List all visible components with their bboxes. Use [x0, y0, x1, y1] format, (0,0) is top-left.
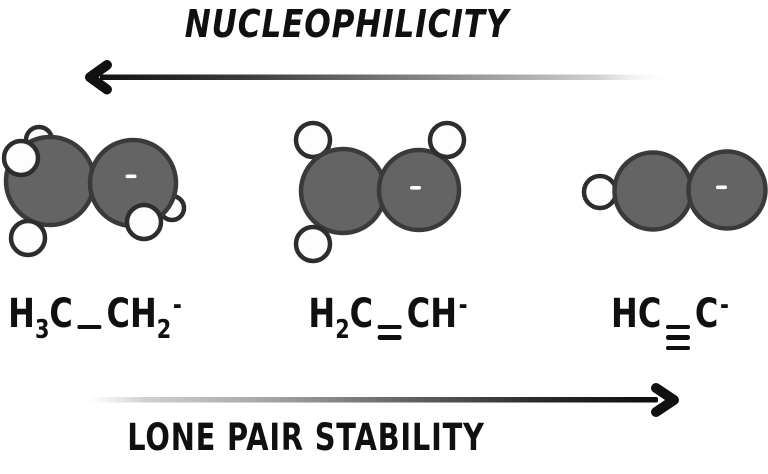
carbon-atom — [612, 150, 694, 232]
formula-segment: - — [172, 290, 182, 321]
bond-bar — [377, 324, 402, 329]
bond-bar — [666, 324, 691, 329]
formula-segment: CH — [406, 291, 458, 337]
bond-bar — [666, 345, 691, 350]
carbon-atom — [376, 147, 462, 233]
triple-bond-icon — [666, 322, 691, 352]
hydrogen-atom — [293, 120, 333, 160]
bond-bar — [377, 335, 402, 340]
formula-vinyl-anion: H2C CH- — [268, 292, 508, 347]
molecule-acetylide-anion — [581, 149, 768, 232]
formula-segment: - — [458, 290, 468, 321]
hydrogen-atom — [8, 218, 48, 258]
hydrogen-atom — [124, 202, 164, 242]
bond-bar — [666, 335, 691, 340]
formula-segment: 2 — [156, 315, 172, 345]
lone-pair-stability-arrow-shaft — [88, 397, 658, 403]
formula-segment: 3 — [34, 315, 50, 345]
molecule-vinyl-anion — [293, 120, 467, 264]
hydrogen-atom — [581, 173, 619, 211]
negative-charge-icon — [410, 186, 421, 190]
double-bond-icon — [377, 317, 402, 347]
formula-segment: CH — [106, 291, 157, 337]
formula-segment: C — [637, 291, 662, 337]
formula-segment: H — [611, 291, 638, 337]
bond-bar — [77, 324, 102, 329]
hydrogen-atom — [1, 138, 41, 178]
lone-pair-stability-arrowhead-right-icon — [651, 383, 679, 417]
carbon-atom — [686, 149, 768, 231]
nucleophilicity-arrowhead-left-icon — [85, 60, 112, 95]
single-bond-icon — [77, 312, 102, 342]
molecule-ethyl-anion — [1, 124, 187, 258]
lone-pair-stability-label: LONE PAIR STABILITY — [127, 416, 485, 459]
formula-segment: - — [719, 290, 729, 321]
hydrogen-atom — [427, 120, 467, 160]
hydrogen-atom — [293, 224, 333, 264]
formula-segment: C — [694, 291, 719, 337]
formula-ethyl-anion: H3C CH2- — [0, 292, 215, 343]
formula-segment: H — [8, 291, 35, 337]
negative-charge-icon — [125, 174, 137, 179]
nucleophilicity-label: NUCLEOPHILICITY — [184, 2, 510, 46]
formula-segment: H — [308, 291, 336, 337]
nucleophilicity-arrow — [85, 60, 668, 95]
carbon-atom — [298, 146, 388, 236]
lone-pair-stability-arrow — [88, 383, 679, 417]
formula-segment: 2 — [335, 315, 350, 345]
negative-charge-icon — [716, 185, 727, 190]
formula-segment: C — [349, 291, 374, 337]
nucleophilicity-arrow-shaft — [100, 74, 668, 80]
formula-segment: C — [49, 291, 73, 337]
